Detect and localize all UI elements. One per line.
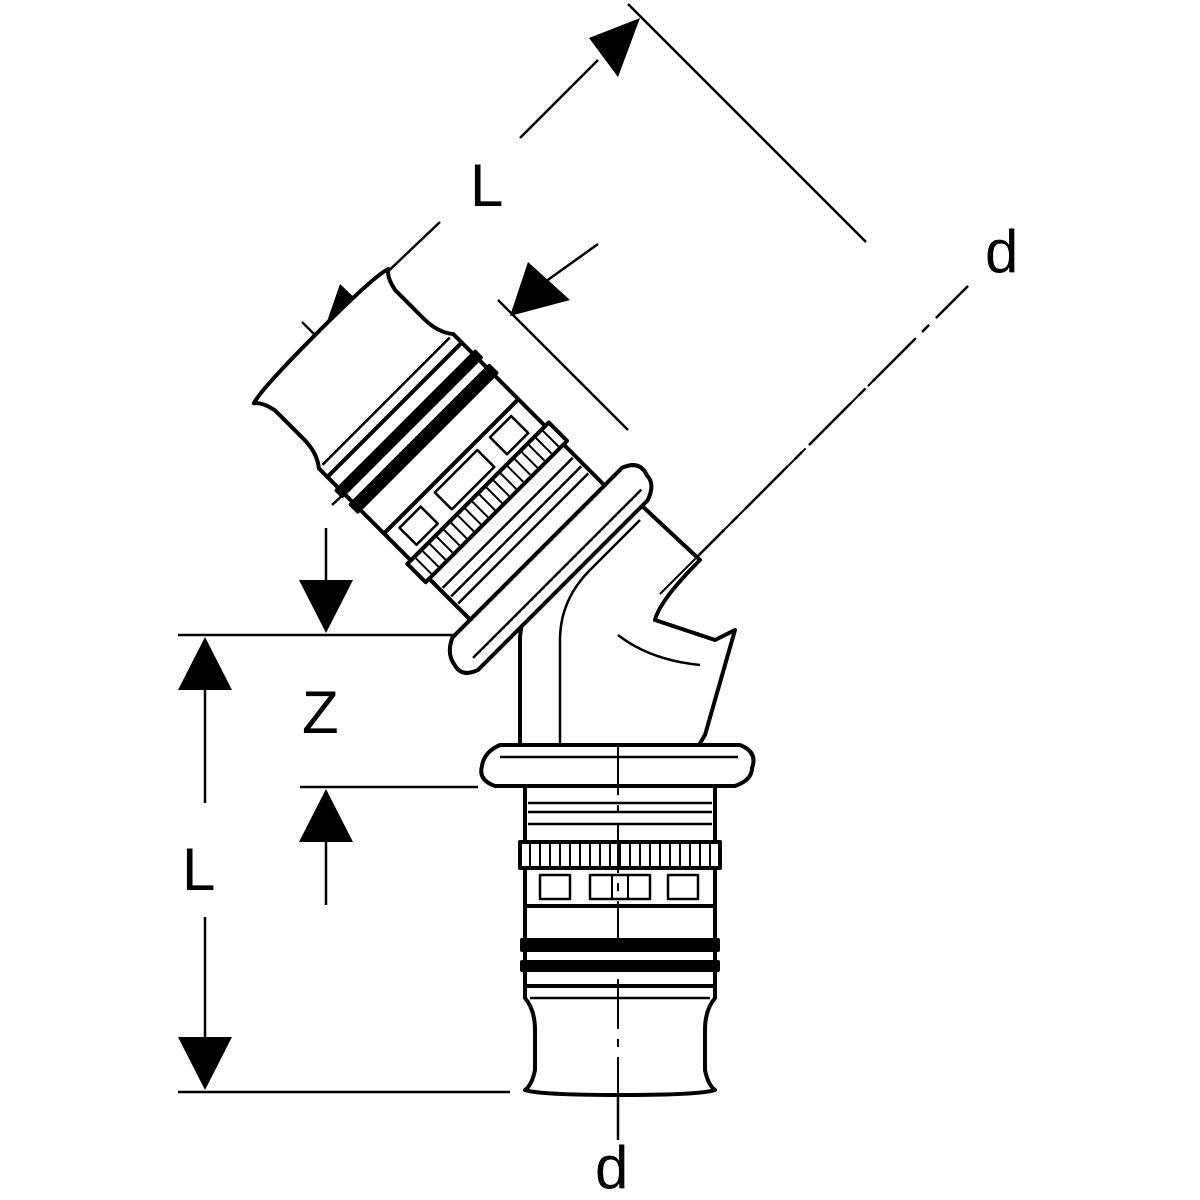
lower-dimension-arrows	[178, 580, 353, 1090]
lower-dimension-lines	[178, 528, 510, 1094]
arrowhead-L-lower-bottom	[178, 1037, 232, 1090]
upper-sleeve-end	[251, 267, 464, 479]
arrowhead-L-lower-top	[178, 637, 232, 690]
lower-sleeve-end	[523, 984, 717, 1097]
arrowhead-Z-lower-bottom	[299, 789, 353, 842]
ext-line-upper-end	[627, 3, 867, 243]
lower-connector	[479, 743, 756, 1097]
z-lower-label: Z	[302, 679, 339, 746]
ext-line-upper-collar	[497, 299, 629, 431]
arrowhead-Z-lower-top	[299, 580, 353, 633]
center-lines-overlay	[617, 285, 969, 1140]
diameter-upper-label: d	[985, 218, 1018, 285]
diameter-lower-label: d	[595, 1134, 628, 1200]
upper-flange	[447, 463, 654, 675]
length-upper-label: L	[470, 152, 503, 219]
upper-connector	[251, 267, 654, 675]
arrowhead-Z-upper-collar	[510, 262, 570, 316]
length-lower-label: L	[182, 836, 215, 903]
arrowhead-L-upper-end	[589, 18, 640, 77]
